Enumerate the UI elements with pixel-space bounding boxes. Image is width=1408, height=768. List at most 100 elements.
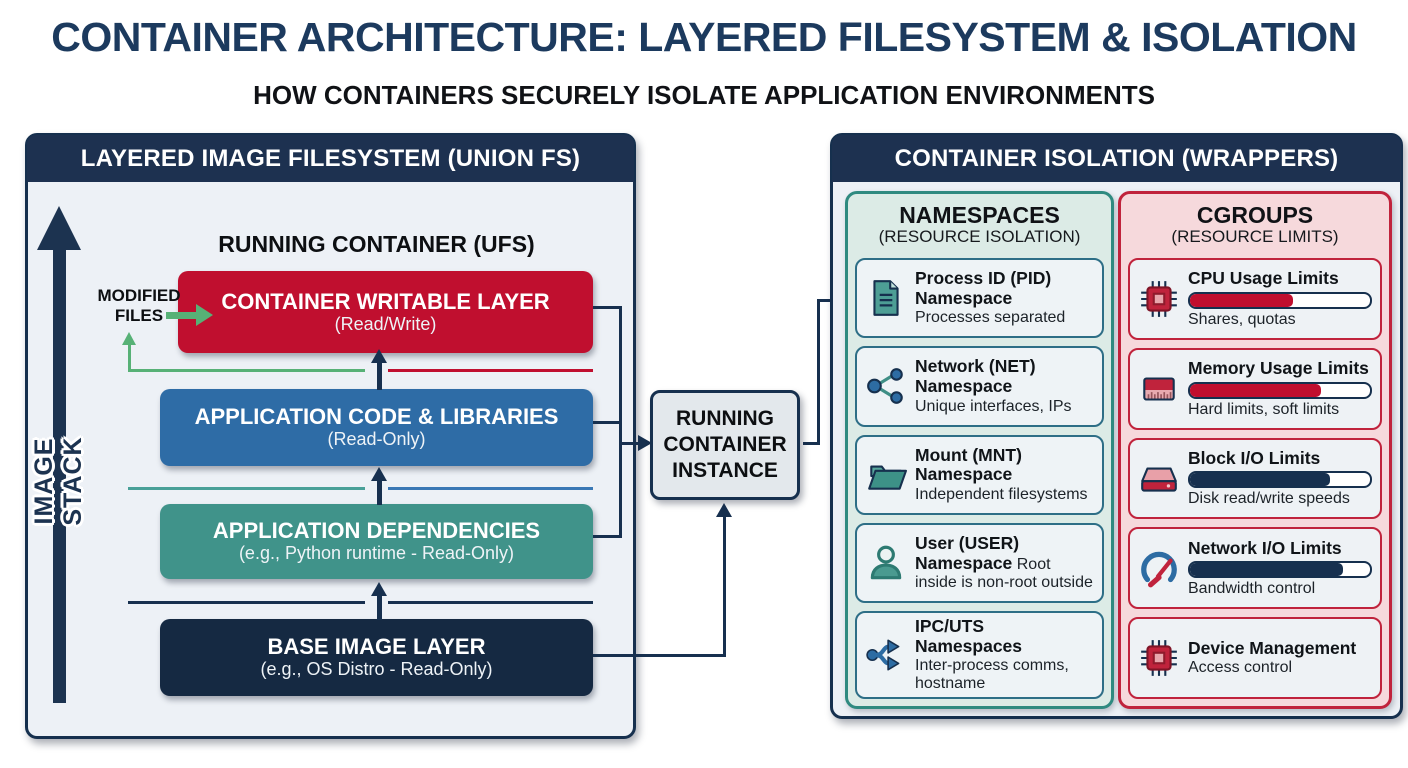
image-stack-arrow-shaft (53, 248, 66, 703)
memory-limits-card: Memory Usage Limits Hard limits, soft li… (1128, 347, 1382, 430)
connector-code-stub (593, 421, 622, 424)
card-text: Memory Usage Limits Hard limits, soft li… (1188, 357, 1372, 419)
card-desc: Disk read/write speeds (1188, 490, 1350, 508)
card-text: Mount (MNT) Namespace Independent filesy… (915, 444, 1094, 504)
connector-bus-vertical (619, 306, 622, 538)
divider-code-right (388, 487, 593, 490)
cpu-progress-bar (1188, 291, 1372, 309)
up-arrow-base-to-deps-shaft (377, 595, 382, 620)
card-text: Network I/O Limits Bandwidth control (1188, 537, 1372, 599)
layer-subtitle: (Read/Write) (334, 313, 437, 334)
disk-icon (1141, 467, 1177, 493)
application-code-layer-box: APPLICATION CODE & LIBRARIES (Read-Only) (160, 389, 593, 466)
card-title: User (USER) Namespace (915, 532, 1020, 573)
divider-writable-right (388, 369, 593, 372)
image-stack-arrow-head (37, 206, 81, 250)
device-management-card: Device Management Access control (1128, 617, 1382, 699)
base-image-layer-box: BASE IMAGE LAYER (e.g., OS Distro - Read… (160, 619, 593, 696)
device-chip-icon (1141, 640, 1177, 676)
card-text: CPU Usage Limits Shares, quotas (1188, 269, 1372, 329)
progress-fill (1190, 383, 1322, 397)
card-title: Mount (MNT) Namespace (915, 444, 1022, 485)
modified-files-return-line (128, 344, 131, 371)
memory-progress-bar (1188, 381, 1372, 399)
connector-instance-up-vertical (817, 299, 820, 445)
gauge-icon (1141, 552, 1177, 588)
cpu-limits-card: CPU Usage Limits Shares, quotas (1128, 258, 1382, 340)
connector-bus-to-instance-shaft (622, 442, 640, 445)
card-desc: Access control (1188, 659, 1293, 677)
user-namespace-card: User (USER) Namespace Root inside is non… (855, 522, 1104, 603)
modified-files-label: MODIFIED FILES (97, 286, 181, 326)
up-arrow-deps-to-code-shaft (377, 480, 382, 505)
layer-title: APPLICATION CODE & LIBRARIES (194, 404, 559, 430)
card-title: Block I/O Limits (1188, 447, 1321, 468)
cgroups-card-list: CPU Usage Limits Shares, quotas Memory U… (1128, 258, 1382, 699)
pid-namespace-card: Process ID (PID) Namespace Processes sep… (855, 258, 1104, 339)
card-title: Process ID (PID) Namespace (915, 268, 1052, 308)
up-arrow-base-to-deps-head (371, 582, 387, 596)
card-desc: Bandwidth control (1188, 580, 1316, 598)
namespaces-card-list: Process ID (PID) Namespace Processes sep… (855, 258, 1104, 699)
connector-base-vertical (723, 516, 726, 657)
layered-filesystem-panel: LAYERED IMAGE FILESYSTEM (UNION FS) IMAG… (25, 133, 636, 739)
card-title: Device Management (1188, 637, 1357, 658)
progress-fill (1190, 293, 1293, 307)
memory-icon (1143, 377, 1175, 401)
progress-fill (1190, 473, 1331, 487)
up-arrow-code-to-writable-shaft (377, 362, 382, 390)
layer-subtitle: (Read-Only) (327, 429, 426, 450)
card-desc: Root inside is non-root outside (915, 555, 1093, 591)
folder-icon (868, 465, 907, 490)
divider-code-left (128, 487, 365, 490)
ipc-uts-namespace-card: IPC/UTS Namespaces Inter-process comms, … (855, 611, 1104, 699)
image-stack-label: IMAGE STACK (30, 436, 87, 526)
left-panel-header: LAYERED IMAGE FILESYSTEM (UNION FS) (27, 135, 634, 182)
connector-deps-stub (593, 535, 622, 538)
net-namespace-card: Network (NET) Namespace Unique interface… (855, 346, 1104, 427)
card-title: Memory Usage Limits (1188, 357, 1369, 378)
running-container-instance-box: RUNNING CONTAINER INSTANCE (650, 390, 800, 500)
card-text: Process ID (PID) Namespace Processes sep… (915, 268, 1094, 327)
card-desc: Processes separated (915, 309, 1066, 327)
divider-deps-left (128, 601, 365, 604)
card-desc: Inter-process comms, hostname (915, 657, 1069, 693)
card-text: User (USER) Namespace Root inside is non… (915, 532, 1094, 592)
running-container-ufs-label: RUNNING CONTAINER (UFS) (218, 231, 535, 257)
network-io-progress-bar (1188, 561, 1372, 579)
card-text: IPC/UTS Namespaces Inter-process comms, … (915, 616, 1094, 693)
block-io-limits-card: Block I/O Limits Disk read/write speeds (1128, 437, 1382, 520)
layer-subtitle: (e.g., Python runtime - Read-Only) (238, 543, 515, 564)
running-container-instance-label: RUNNING CONTAINER INSTANCE (663, 406, 787, 483)
card-title: CPU Usage Limits (1188, 268, 1339, 289)
page-title: CONTAINER ARCHITECTURE: LAYERED FILESYST… (51, 14, 1357, 60)
modified-files-arrow-head (196, 304, 213, 326)
card-text: Network (NET) Namespace Unique interface… (915, 356, 1094, 415)
application-dependencies-layer-box: APPLICATION DEPENDENCIES (e.g., Python r… (160, 504, 593, 579)
namespaces-title: NAMESPACES (899, 202, 1060, 228)
connector-instance-out-shaft (803, 442, 820, 445)
right-panel-header: CONTAINER ISOLATION (WRAPPERS) (832, 135, 1401, 182)
namespaces-subtitle: (RESOURCE ISOLATION) (878, 227, 1081, 247)
container-isolation-panel: CONTAINER ISOLATION (WRAPPERS) NAMESPACE… (830, 133, 1403, 719)
card-title: Network I/O Limits (1188, 537, 1342, 558)
document-icon (873, 280, 899, 316)
card-text: Device Management Access control (1188, 637, 1372, 678)
card-desc: Hard limits, soft limits (1188, 400, 1340, 418)
namespaces-column: NAMESPACES (RESOURCE ISOLATION) Process … (845, 191, 1114, 709)
network-nodes-icon (867, 368, 903, 405)
modified-files-arrow-shaft (166, 312, 196, 319)
connector-base-to-instance-head (716, 503, 732, 517)
cpu-chip-icon (1141, 281, 1177, 317)
card-text: Block I/O Limits Disk read/write speeds (1188, 447, 1372, 509)
container-writable-layer-box: CONTAINER WRITABLE LAYER (Read/Write) (178, 271, 593, 353)
card-title: IPC/UTS Namespaces (915, 616, 1023, 656)
layer-subtitle: (e.g., OS Distro - Read-Only) (260, 659, 493, 680)
divider-writable-left (128, 369, 365, 372)
up-arrow-deps-to-code-head (371, 467, 387, 481)
layer-title: APPLICATION DEPENDENCIES (212, 518, 541, 544)
network-io-limits-card: Network I/O Limits Bandwidth control (1128, 527, 1382, 610)
card-desc: Unique interfaces, IPs (915, 397, 1072, 415)
card-desc: Shares, quotas (1188, 310, 1296, 328)
